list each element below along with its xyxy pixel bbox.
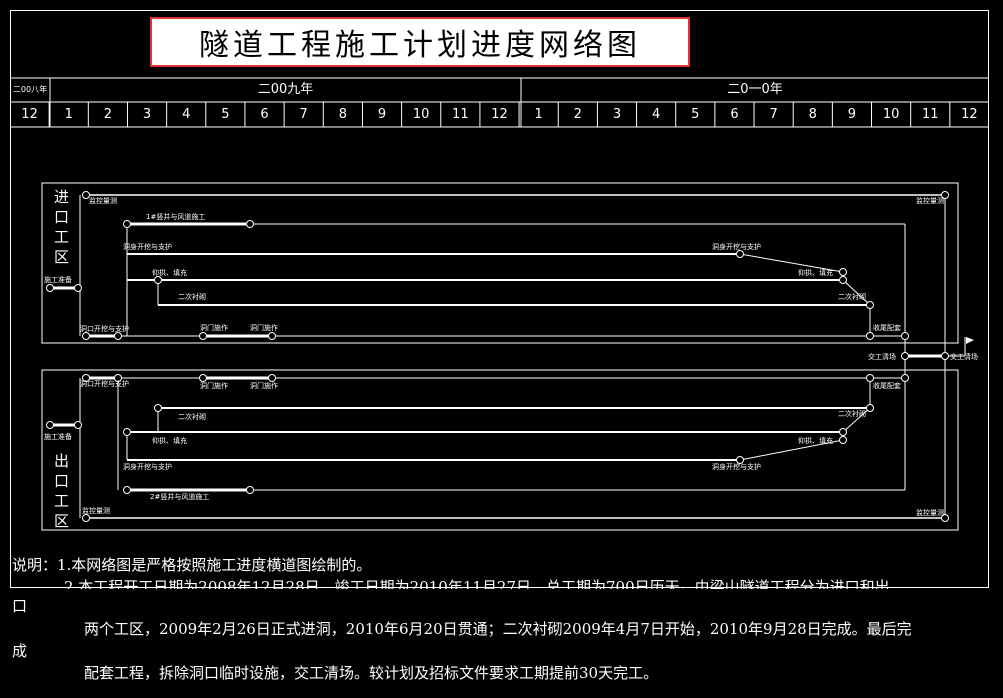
activity-label: 1#竖井与风道施工 — [146, 212, 205, 221]
note-line-3: 口 — [12, 597, 28, 615]
notes-lower-area — [0, 589, 1003, 698]
network-diagram: 进 口 工 区 出 口 工 区 监控量测 监控量测 1#竖井与风道施工 洞身开挖… — [41, 182, 978, 531]
exit-zone-char: 区 — [54, 512, 69, 530]
activity-label: 洞门施作 — [200, 323, 228, 332]
activity-label: 洞门施作 — [250, 323, 278, 332]
month-cell: 6 — [260, 107, 269, 122]
activity-label: 洞身开挖与支护 — [712, 242, 761, 251]
month-cell: 5 — [221, 107, 230, 122]
activity-label: 仰拱、填充 — [798, 436, 833, 445]
activity-label: 收尾配套 — [873, 323, 901, 332]
activity-label: 监控量测 — [82, 506, 110, 515]
month-cell: 7 — [299, 107, 308, 122]
drawing-frame — [10, 10, 989, 588]
exit-zone-char: 口 — [54, 472, 69, 490]
activity-label: 二次衬砌 — [838, 292, 866, 301]
month-cell: 3 — [612, 107, 622, 122]
month-cell: 4 — [182, 107, 191, 122]
exit-zone-char: 工 — [54, 492, 69, 510]
month-cell: 10 — [882, 107, 900, 122]
month-cell: 12 — [961, 107, 978, 122]
activity-label: 洞身开挖与支护 — [712, 462, 761, 471]
exit-zone-char: 出 — [54, 452, 69, 470]
entrance-zone-char: 工 — [54, 228, 69, 246]
activity-label: 仰拱、填充 — [798, 268, 833, 277]
month-cell: 8 — [338, 107, 347, 122]
exit-zone-frame — [41, 369, 959, 531]
month-cell: 2 — [103, 107, 113, 122]
activity-label: 交工清场 — [868, 352, 896, 361]
activity-label: 洞门施作 — [200, 381, 228, 390]
activity-label: 二次衬砌 — [178, 292, 206, 301]
month-cell: 10 — [412, 107, 430, 122]
entrance-zone-frame — [41, 182, 959, 344]
activity-label: 洞身开挖与支护 — [123, 242, 172, 251]
year-2009-label: 二00九年 — [257, 82, 314, 97]
activity-label: 收尾配套 — [873, 381, 901, 390]
entrance-zone-char: 区 — [54, 248, 69, 266]
month-cell: 9 — [847, 107, 857, 122]
year-2008-label: 二00八年 — [12, 85, 48, 94]
activity-label: 交工清场 — [950, 352, 978, 361]
entrance-zone-char: 进 — [54, 188, 69, 206]
month-cell: 5 — [691, 107, 700, 122]
month-cell: 4 — [651, 107, 661, 122]
activity-label: 洞口开挖与支护 — [80, 379, 129, 388]
month-cell: 1 — [534, 107, 543, 122]
flag-icon — [966, 337, 974, 344]
activity-label: 仰拱、填充 — [152, 268, 187, 277]
event-nodes — [46, 191, 949, 522]
activity-label: 监控量测 — [916, 508, 944, 517]
page-title: 隧道工程施工计划进度网络图 — [199, 28, 641, 63]
month-cell: 12 — [491, 107, 508, 122]
note-line-6: 配套工程，拆除洞口临时设施，交工清场。较计划及招标文件要求工期提前30天完工。 — [84, 664, 659, 682]
note-line-4: 两个工区，2009年2月26日正式进洞，2010年6月20日贯通；二次衬砌200… — [84, 620, 912, 638]
activity-label: 洞身开挖与支护 — [123, 462, 172, 471]
note-line-1: 说明：1.本网络图是严格按照施工进度横道图绘制的。 — [12, 556, 372, 574]
activity-label: 洞门施作 — [250, 381, 278, 390]
activity-label: 二次衬砌 — [178, 412, 206, 421]
month-cell: 1 — [64, 107, 73, 122]
activity-label: 施工准备 — [44, 432, 72, 441]
month-cell: 6 — [730, 107, 739, 122]
month-cell: 11 — [921, 107, 939, 122]
month-cell: 7 — [769, 107, 778, 122]
month-cell: 8 — [808, 107, 817, 122]
note-line-5: 成 — [12, 642, 28, 660]
month-cell: 2 — [573, 107, 582, 122]
month-cell: 3 — [142, 107, 152, 122]
timeline-grid — [10, 77, 989, 128]
activity-label: 仰拱、填充 — [152, 436, 187, 445]
year-2010-label: 二0一0年 — [727, 82, 783, 97]
activity-label: 二次衬砌 — [838, 409, 866, 418]
title-box: 隧道工程施工计划进度网络图 — [150, 17, 690, 67]
activity-label: 施工准备 — [44, 275, 72, 284]
activity-label: 监控量测 — [916, 196, 944, 205]
month-cell: 11 — [452, 107, 469, 122]
activity-label: 洞口开挖与支护 — [80, 324, 129, 333]
month-dividers — [48, 102, 951, 127]
activity-label: 监控量测 — [89, 196, 117, 205]
month-cell: 12 — [21, 107, 38, 122]
activity-label: 2#竖井与风道施工 — [150, 492, 209, 501]
entrance-zone-char: 口 — [54, 208, 69, 226]
month-cell: 9 — [377, 107, 387, 122]
